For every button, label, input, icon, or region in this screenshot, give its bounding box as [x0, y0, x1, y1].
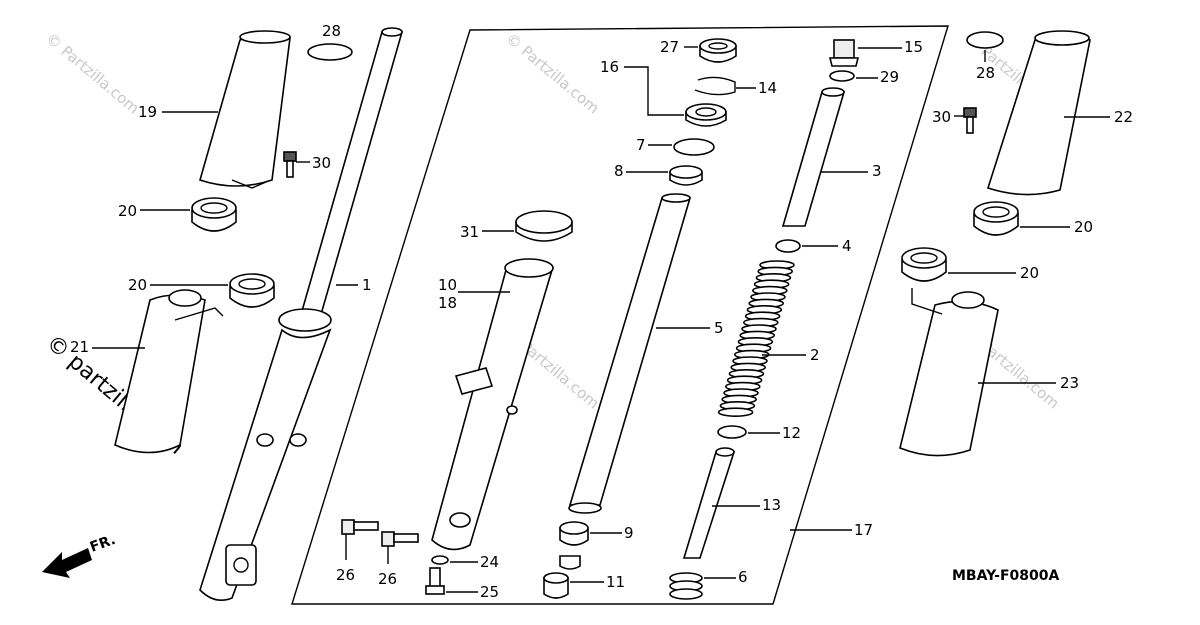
watermark-2: © Partzilla.com [502, 29, 602, 117]
part-seal-small[interactable] [559, 555, 581, 570]
part-7-washer[interactable] [673, 138, 715, 156]
callout-label-20d[interactable]: 20 [1020, 264, 1039, 282]
callout-label-9[interactable]: 9 [624, 524, 634, 542]
callout-label-31[interactable]: 31 [460, 223, 479, 241]
part-20-bearing-c[interactable] [973, 201, 1019, 236]
part-20-bearing-b[interactable] [229, 273, 275, 308]
part-20-bearing-d[interactable] [901, 247, 947, 282]
part-23-lower-cover[interactable] [899, 288, 999, 457]
callout-label-28a[interactable]: 28 [322, 22, 341, 40]
part-3-spacer[interactable] [781, 87, 846, 227]
part-24-washer[interactable] [431, 555, 449, 565]
part-13-rod[interactable] [682, 447, 736, 559]
callout-label-4[interactable]: 4 [842, 237, 852, 255]
callout-label-2[interactable]: 2 [810, 346, 820, 364]
callout-label-8[interactable]: 8 [614, 162, 624, 180]
callout-label-20b[interactable]: 20 [128, 276, 147, 294]
callout-label-29[interactable]: 29 [880, 68, 899, 86]
callout-label-20c[interactable]: 20 [1074, 218, 1093, 236]
inner-assembly-frame [291, 25, 949, 605]
callout-label-30b[interactable]: 30 [932, 108, 951, 126]
callout-label-27[interactable]: 27 [660, 38, 679, 56]
part-14-clip[interactable] [694, 76, 736, 96]
part-2-spring[interactable] [717, 260, 795, 418]
diagram-code: MBAY-F0800A [952, 568, 1060, 584]
callout-label-1[interactable]: 1 [362, 276, 372, 294]
part-28-ring-left[interactable] [307, 43, 353, 61]
front-direction-arrow: FR. [42, 532, 118, 578]
part-15-cap-bolt[interactable] [828, 39, 860, 67]
part-12-ring[interactable] [717, 425, 747, 439]
watermarks: © Partzilla.com © Partzilla.com © Partzi… [41, 29, 1063, 460]
callout-label-13[interactable]: 13 [762, 496, 781, 514]
callout-label-26a[interactable]: 26 [336, 566, 355, 584]
callout-label-6[interactable]: 6 [738, 568, 748, 586]
callout-label-28b[interactable]: 28 [976, 64, 995, 82]
callout-label-14[interactable]: 14 [758, 79, 777, 97]
part-27-cap[interactable] [699, 38, 737, 63]
callout-label-22[interactable]: 22 [1114, 108, 1133, 126]
part-4-washer[interactable] [775, 239, 801, 253]
part-9-piece[interactable] [559, 521, 589, 546]
part-26-bolt-b[interactable] [381, 531, 419, 547]
part-30-bolt-left[interactable] [283, 151, 297, 178]
part-6-rebound-spring[interactable] [669, 572, 703, 600]
part-22-upper-cover[interactable] [986, 30, 1091, 196]
part-16-oil-seal[interactable] [685, 103, 727, 127]
part-8-bushing[interactable] [669, 165, 703, 186]
callout-label-18[interactable]: 18 [438, 294, 457, 312]
part-30-bolt-right[interactable] [963, 107, 977, 134]
part-26-bolt-a[interactable] [341, 519, 379, 535]
part-5-damper-tube[interactable] [568, 193, 692, 514]
callout-label-16[interactable]: 16 [600, 58, 619, 76]
part-21-lower-cover[interactable] [114, 289, 224, 454]
callout-label-26b[interactable]: 26 [378, 570, 397, 588]
callout-label-21[interactable]: 21 [70, 338, 89, 356]
callout-label-17[interactable]: 17 [854, 521, 873, 539]
part-1-fork-tube[interactable] [199, 27, 404, 601]
callout-label-20a[interactable]: 20 [118, 202, 137, 220]
callout-label-23[interactable]: 23 [1060, 374, 1079, 392]
part-11-lock-piece[interactable] [543, 572, 569, 599]
callout-label-7[interactable]: 7 [636, 136, 646, 154]
part-28-ring-right[interactable] [966, 31, 1004, 49]
part-25-bolt[interactable] [425, 567, 445, 595]
callout-label-3[interactable]: 3 [872, 162, 882, 180]
direction-label: FR. [88, 532, 118, 556]
callout-label-5[interactable]: 5 [714, 319, 724, 337]
callout-label-10[interactable]: 10 [438, 276, 457, 294]
callout-label-12[interactable]: 12 [782, 424, 801, 442]
callout-label-19[interactable]: 19 [138, 103, 157, 121]
callout-label-11[interactable]: 11 [606, 573, 625, 591]
part-19-upper-cover[interactable] [199, 30, 291, 189]
part-31-ring[interactable] [515, 210, 573, 242]
callout-leader-16 [624, 66, 684, 116]
callout-label-15[interactable]: 15 [904, 38, 923, 56]
part-20-bearing-a[interactable] [191, 197, 237, 232]
callout-label-25[interactable]: 25 [480, 583, 499, 601]
watermark-1: © Partzilla.com [42, 29, 142, 117]
callout-label-30a[interactable]: 30 [312, 154, 331, 172]
part-29-o-ring[interactable] [829, 70, 855, 82]
part-10-18-slider[interactable] [431, 258, 554, 551]
callout-label-24[interactable]: 24 [480, 553, 499, 571]
